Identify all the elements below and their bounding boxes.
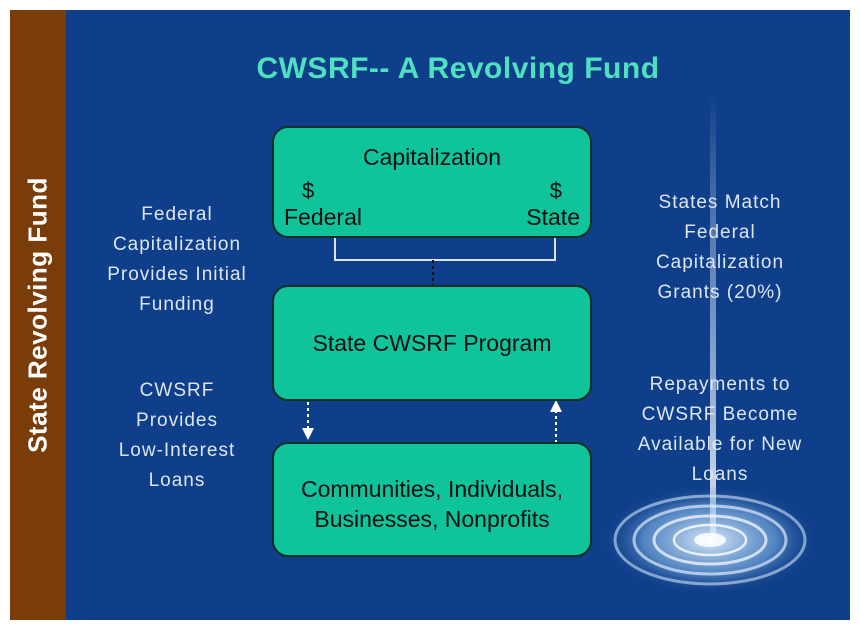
annotation-line: Grants (20%) [657, 282, 783, 303]
loan-arrow-head [302, 428, 314, 440]
annotation-line: States Match [658, 192, 782, 213]
annotation-line: Federal [141, 204, 213, 225]
annotation-line: Repayments to [649, 374, 791, 395]
state-program-box: State CWSRF Program [272, 285, 592, 401]
match-annotation: States Match Federal Capitalization Gran… [610, 188, 830, 308]
recipients-line-2: Businesses, Nonprofits [314, 506, 550, 532]
annotation-line: Federal [684, 222, 756, 243]
slide: State Revolving Fund CWSRF-- A Revolving… [10, 10, 850, 620]
annotation-line: Funding [139, 294, 215, 315]
capitalization-bracket [334, 238, 556, 261]
program-label: State CWSRF Program [312, 330, 552, 356]
state-label: State [526, 204, 580, 230]
recipients-line-1: Communities, Individuals, [300, 476, 564, 502]
annotation-line: Capitalization [112, 234, 242, 255]
federal-dollar-sign: $ [302, 178, 315, 203]
annotation-line: Low-Interest [118, 440, 236, 461]
federal-label: Federal [284, 204, 362, 230]
annotation-line: Provides Initial [107, 264, 247, 285]
capitalization-box: Capitalization $ Federal $ State [272, 126, 592, 238]
annotation-line: Capitalization [655, 252, 785, 273]
annotation-line: CWSRF Become [641, 404, 799, 425]
sidebar: State Revolving Fund [10, 10, 66, 620]
state-dollar-sign: $ [549, 178, 562, 203]
connector-lines [302, 95, 820, 595]
annotation-line: Available for New [637, 434, 803, 455]
federal-annotation: Federal Capitalization Provides Initial … [82, 200, 272, 320]
annotation-line: Loans [148, 470, 206, 491]
capitalization-title: Capitalization [362, 144, 502, 170]
annotation-line: CWSRF [139, 380, 215, 401]
water-drip [710, 95, 716, 540]
recipients-box: Communities, Individuals, Businesses, No… [272, 442, 592, 557]
slide-title: CWSRF-- A Revolving Fund [256, 52, 660, 85]
water-ripple-icon [600, 485, 820, 595]
annotation-line: Loans [691, 464, 749, 485]
repayments-annotation: Repayments to CWSRF Become Available for… [610, 370, 830, 490]
loans-annotation: CWSRF Provides Low-Interest Loans [82, 376, 272, 496]
annotation-line: Provides [136, 410, 218, 431]
repayment-arrow-head [550, 400, 562, 412]
